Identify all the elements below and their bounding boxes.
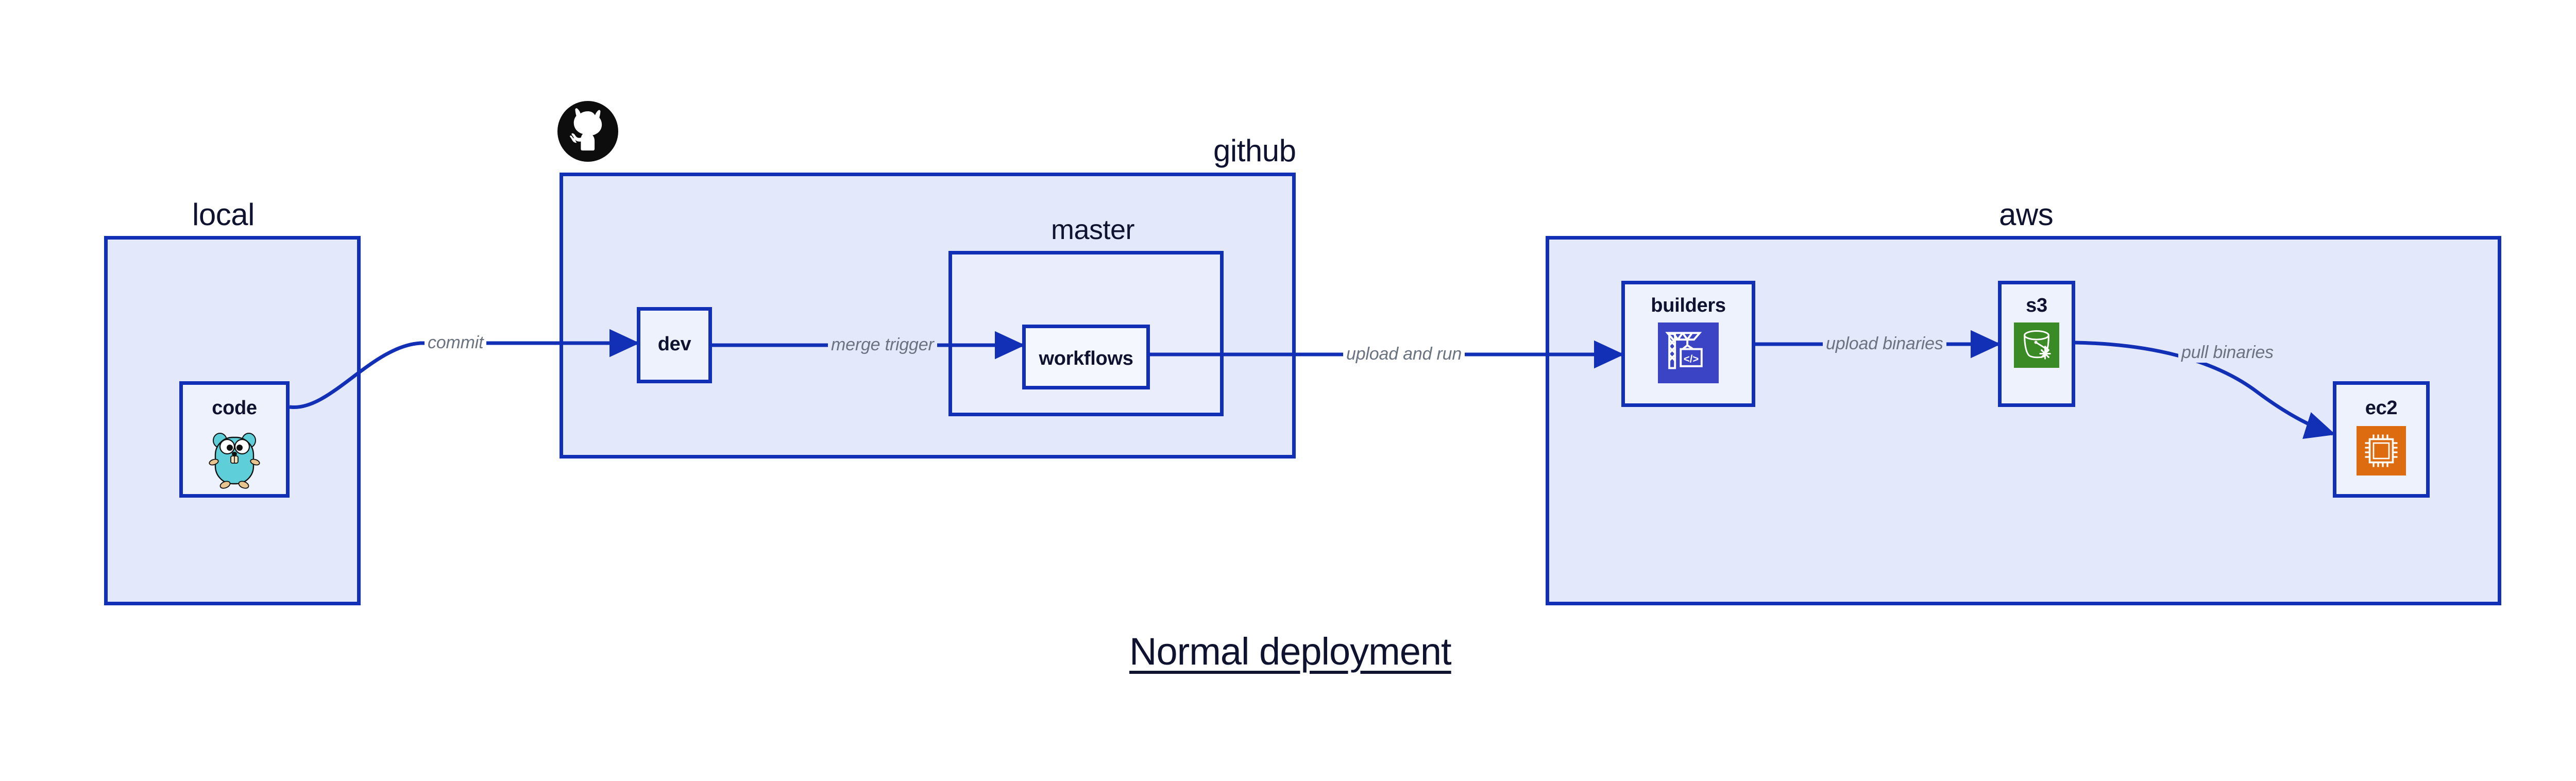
node-dev-label: dev [657, 333, 691, 355]
group-label-aws: aws [1999, 197, 2054, 232]
group-label-master: master [1051, 214, 1135, 245]
group-label-github: github [1213, 133, 1296, 168]
node-s3-label: s3 [2026, 295, 2047, 316]
edge-label-commit: commit [425, 333, 487, 353]
aws-s3-bucket-icon [2014, 322, 2059, 370]
node-code-label: code [212, 397, 257, 419]
diagram-title: Normal deployment [1129, 630, 1452, 673]
node-ec2-label: ec2 [2365, 397, 2398, 419]
edge-label-upload-binaries: upload binaries [1823, 334, 1946, 354]
node-ec2[interactable]: ec2 [2333, 381, 2430, 498]
edge-label-pull-binaries: pull binaries [2178, 343, 2277, 363]
node-s3[interactable]: s3 [1998, 281, 2075, 407]
go-gopher-icon [207, 428, 262, 493]
group-label-local: local [192, 197, 255, 232]
aws-ec2-chip-icon [2357, 426, 2406, 478]
edge-label-merge-trigger: merge trigger [828, 335, 937, 355]
node-workflows-label: workflows [1039, 348, 1133, 369]
node-code[interactable]: code [179, 381, 290, 498]
github-octocat-logo [557, 101, 618, 164]
aws-codebuild-icon: </> [1658, 322, 1719, 386]
node-builders-label: builders [1651, 295, 1726, 316]
node-builders[interactable]: builders [1621, 281, 1755, 407]
node-dev[interactable]: dev [637, 307, 712, 383]
svg-text:</>: </> [1684, 353, 1699, 365]
node-workflows[interactable]: workflows [1022, 325, 1150, 389]
edge-label-upload-and-run: upload and run [1343, 344, 1465, 364]
